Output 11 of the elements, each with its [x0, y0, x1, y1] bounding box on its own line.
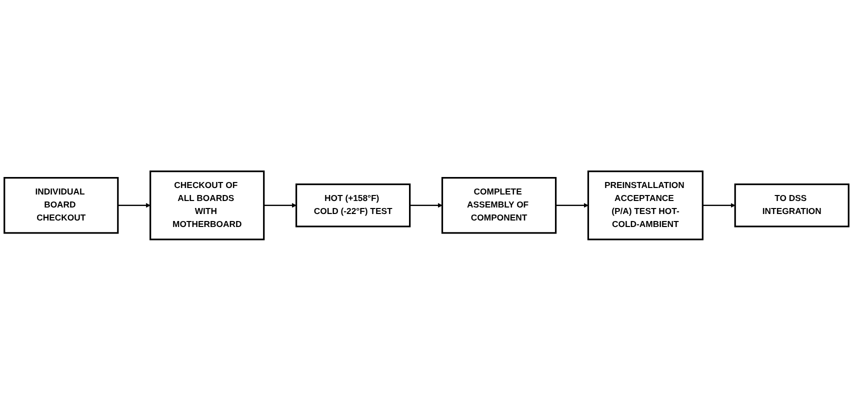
node-box: HOT (+158°F) COLD (-22°F) TEST [295, 183, 411, 227]
arrow [410, 202, 442, 208]
node-box: TO DSS INTEGRATION [734, 183, 850, 227]
node-box: COMPLETE ASSEMBLY OF COMPONENT [441, 176, 557, 234]
arrow [264, 202, 296, 208]
node-box: CHECKOUT OF ALL BOARDS WITH MOTHERBOARD [150, 170, 265, 240]
arrow [118, 202, 151, 208]
node-box: INDIVIDUAL BOARD CHECKOUT [4, 176, 119, 234]
arrow [556, 202, 588, 208]
node-box: PREINSTALLATION ACCEPTANCE (P/A) TEST HOT-COLD-AMBIENT [587, 170, 704, 240]
arrow [702, 202, 736, 208]
